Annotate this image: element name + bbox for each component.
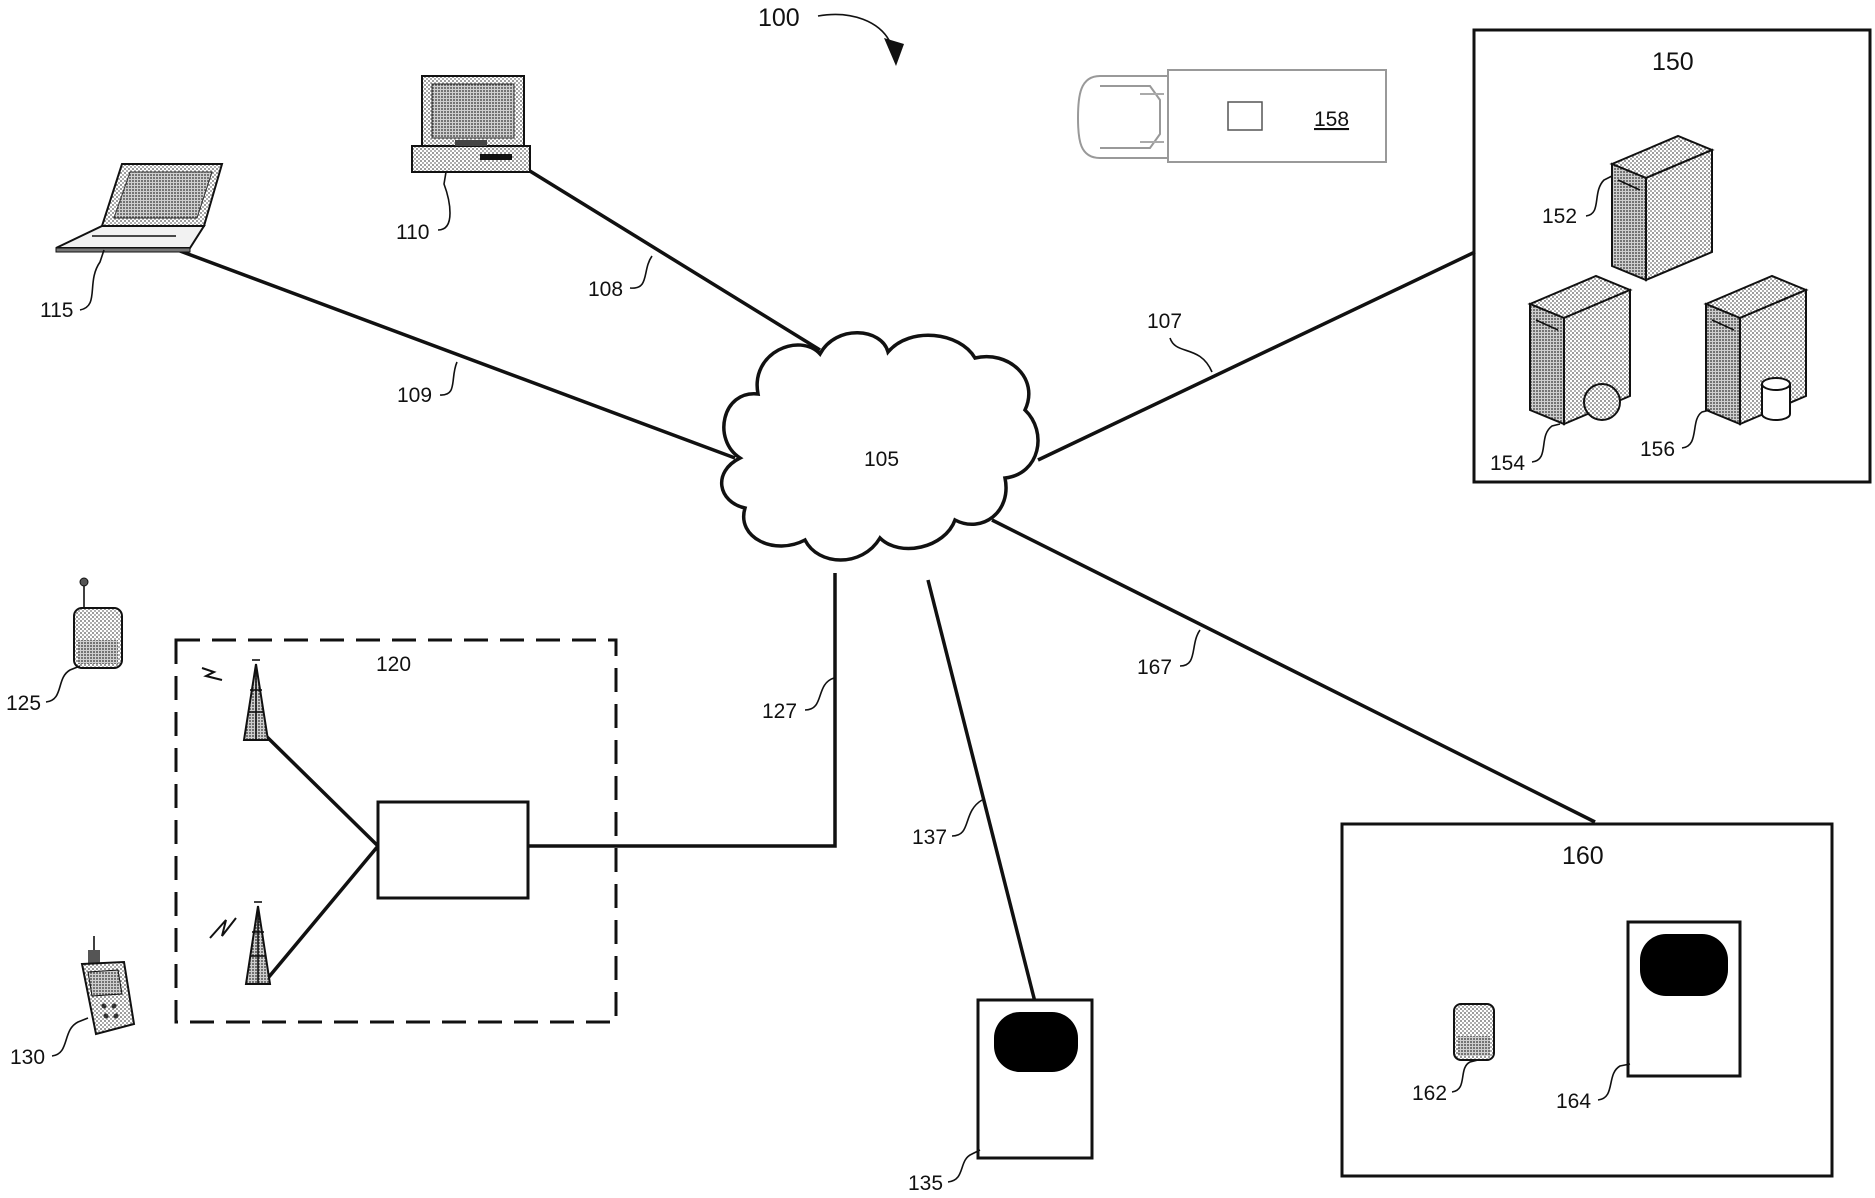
tower-link-top [262, 732, 380, 848]
mobile-phone-icon [73, 577, 123, 669]
link-label-167: 167 [1137, 656, 1172, 679]
cellular-network-box [174, 638, 618, 1024]
link-167 [991, 518, 1596, 824]
kiosk-leader [947, 1149, 981, 1183]
server-group: 150 152 154 156 [1472, 28, 1872, 484]
link-label-107: 107 [1147, 310, 1182, 333]
leader-107 [1169, 337, 1213, 373]
kiosk-terminal-icon [1626, 920, 1742, 1078]
link-labels: 109 108 107 167 127 137 [397, 255, 1213, 849]
leader-109 [439, 361, 458, 396]
laptop-device: 115 [40, 163, 224, 322]
vehicle-label: 158 [1314, 108, 1349, 131]
cellular-network: 120 [174, 638, 618, 1024]
desktop-computer-icon [411, 75, 531, 173]
local-group-label: 160 [1562, 842, 1604, 870]
kiosk-terminal-icon [976, 998, 1094, 1160]
figure-reference: 100 [758, 4, 904, 66]
laptop-icon [55, 163, 224, 253]
link-label-137: 137 [912, 826, 947, 849]
kiosk-label: 135 [908, 1172, 943, 1193]
figure-arrowhead [884, 38, 904, 66]
server-c-leader [1681, 409, 1711, 449]
mobile-device-bottom-leader [51, 1017, 89, 1057]
cloud-icon [720, 331, 1040, 562]
server-group-box [1472, 28, 1872, 484]
link-label-127: 127 [762, 700, 797, 723]
leader-127 [804, 677, 835, 711]
cell-tower-icon [201, 659, 270, 741]
link-108 [524, 166, 821, 352]
server-c-label: 156 [1640, 438, 1675, 461]
server-a-leader [1585, 175, 1613, 217]
network-cloud: 105 [720, 331, 1040, 562]
local-kiosk-leader [1597, 1063, 1631, 1101]
desktop-leader [437, 171, 451, 231]
laptop-label: 115 [40, 299, 73, 322]
base-station-controller [376, 800, 530, 900]
local-group-box [1340, 822, 1834, 1178]
server-a-label: 152 [1542, 205, 1577, 228]
mobile-device-top: 125 [6, 577, 123, 715]
server-icon [1703, 274, 1809, 426]
mobile-device-top-leader [45, 665, 81, 703]
server-b-label: 154 [1490, 452, 1525, 475]
vehicle-icon [1076, 69, 1387, 163]
local-group: 160 164 162 [1340, 822, 1834, 1178]
tower-link-bottom [266, 844, 380, 980]
cell-tower-icon [209, 901, 272, 985]
leader-108 [629, 255, 653, 289]
connections [171, 166, 1596, 1003]
link-label-108: 108 [588, 278, 623, 301]
mobile-phone-icon [1453, 1003, 1495, 1061]
server-icon [1527, 274, 1633, 426]
link-107 [1037, 250, 1476, 462]
link-label-109: 109 [397, 384, 432, 407]
laptop-leader [79, 249, 105, 311]
mobile-device-top-label: 125 [6, 692, 41, 715]
cellular-network-label: 120 [376, 653, 411, 676]
mobile-device-bottom-label: 130 [10, 1046, 45, 1069]
link-127 [528, 573, 837, 848]
cloud-label: 105 [864, 448, 899, 471]
desktop-device: 110 [396, 75, 531, 244]
mobile-device-bottom: 130 [10, 936, 136, 1069]
link-109 [171, 246, 736, 460]
mobile-phone-icon [80, 936, 136, 1036]
server-icon [1609, 134, 1715, 282]
server-group-label: 150 [1652, 48, 1694, 76]
leader-137 [951, 799, 983, 837]
vehicle-device: 158 [1076, 69, 1387, 163]
local-phone-label: 162 [1412, 1082, 1447, 1105]
desktop-label: 110 [396, 221, 429, 244]
link-137 [926, 579, 1037, 1003]
figure-number: 100 [758, 4, 800, 32]
kiosk-device: 135 [908, 998, 1094, 1195]
local-kiosk-label: 164 [1556, 1090, 1591, 1113]
server-b-leader [1531, 423, 1561, 463]
figure-pointer [817, 13, 891, 43]
local-phone-leader [1451, 1059, 1479, 1093]
leader-167 [1179, 629, 1201, 667]
